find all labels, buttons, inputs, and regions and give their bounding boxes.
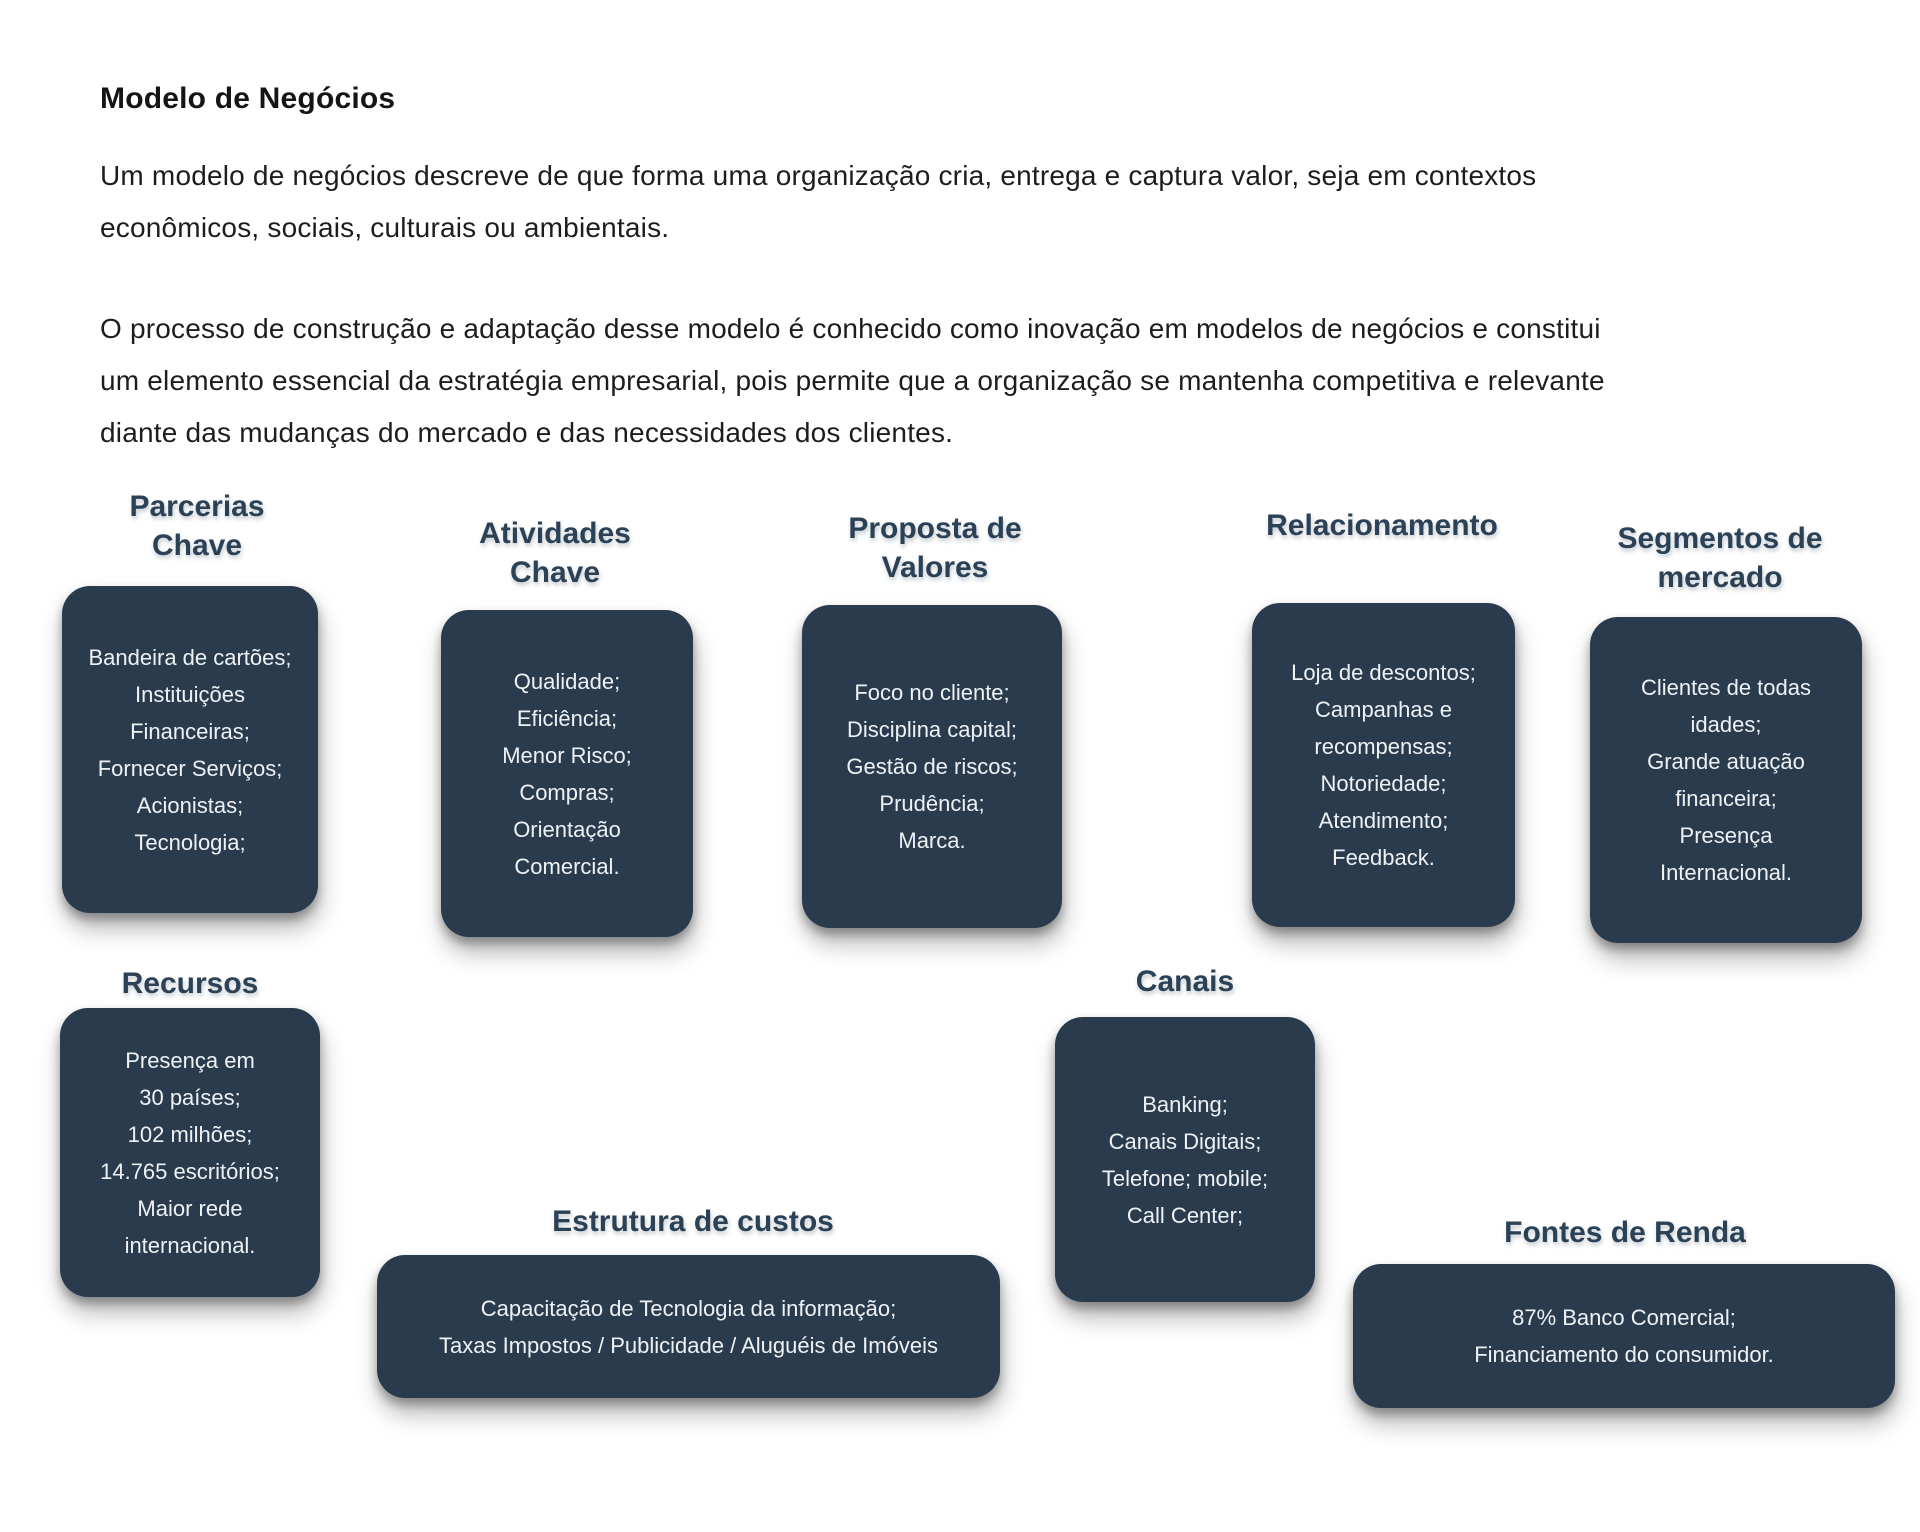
box-item: Maior rede internacional.: [124, 1195, 256, 1258]
box-item: Taxas Impostos / Publicidade / Aluguéis …: [439, 1332, 938, 1358]
box-item: Call Center;: [1126, 1202, 1244, 1228]
box-item: Instituições Financeiras;: [130, 681, 250, 744]
box-item: Financiamento do consumidor.: [1474, 1342, 1774, 1367]
box-item: 87% Banco Comercial;: [1512, 1305, 1736, 1330]
heading-recursos: Recursos: [121, 967, 259, 1000]
box-item: Notoriedade;: [1320, 771, 1447, 796]
box-proposta-de-valores: Foco no cliente; Disciplina capital; Gestã…: [802, 605, 1062, 928]
heading-fontes-de-renda: Fontes de Renda: [1504, 1216, 1746, 1249]
box-segmentos-de-mercado: Clientes de todas idades; Grande atuação …: [1590, 617, 1862, 943]
box-item: Eficiência;: [516, 705, 618, 731]
box-parcerias-chave: Bandeira de cartões; Instituições Finance…: [62, 586, 318, 913]
box-item: Acionistas;: [136, 792, 244, 818]
box-item: Bandeira de cartões;: [88, 644, 292, 670]
box-item: Presença em 30 países;: [125, 1047, 255, 1110]
box-recursos: Presença em 30 países; 102 milhões; 14.765…: [60, 1008, 320, 1297]
box-item: Marca.: [898, 828, 966, 853]
box-item: Foco no cliente;: [854, 680, 1010, 705]
box-item: Clientes de todas idades;: [1641, 675, 1811, 737]
box-item: Compras;: [519, 779, 615, 805]
box-item: Banking;: [1142, 1091, 1228, 1117]
box-item: 14.765 escritórios;: [100, 1158, 280, 1184]
document-title: Modelo de Negócios: [100, 82, 396, 115]
box-estrutura-de-custos: Capacitação de Tecnologia da informação;…: [377, 1255, 1000, 1398]
box-atividades-chave: Qualidade; Eficiência; Menor Risco; Compras…: [441, 610, 693, 937]
intro-paragraph: Um modelo de negócios descreve de que fo…: [100, 160, 1537, 243]
box-item: Presença Internacional.: [1659, 823, 1793, 885]
box-fontes-de-renda: 87% Banco Comercial; Financiamento do con…: [1353, 1264, 1895, 1408]
box-item: Qualidade;: [513, 668, 621, 694]
heading-segmentos-de-mercado: Segmentos de mercado: [1617, 522, 1823, 594]
box-item: Grande atuação financeira;: [1647, 749, 1805, 811]
heading-proposta-de-valores: Proposta de Valores: [848, 512, 1022, 584]
box-item: Menor Risco;: [502, 742, 632, 768]
box-relacionamento: Loja de descontos; Campanhas e recompensa…: [1252, 603, 1515, 927]
box-item: Disciplina capital;: [847, 717, 1017, 742]
heading-canais: Canais: [1135, 965, 1235, 998]
box-item: 102 milhões;: [127, 1121, 253, 1147]
box-item: Loja de descontos;: [1291, 660, 1476, 685]
box-item: Gestão de riscos;: [846, 754, 1018, 779]
heading-estrutura-de-custos: Estrutura de custos: [552, 1205, 834, 1238]
box-item: Campanhas e recompensas;: [1314, 697, 1453, 759]
box-item: Tecnologia;: [134, 829, 246, 855]
heading-atividades-chave: Atividades Chave: [479, 517, 631, 589]
box-item: Prudência;: [879, 791, 985, 816]
box-item: Feedback.: [1332, 845, 1435, 870]
box-item: Orientação Comercial.: [513, 816, 621, 879]
heading-parcerias-chave: Parcerias Chave: [129, 490, 265, 562]
box-item: Telefone; mobile;: [1101, 1165, 1269, 1191]
box-canais: Banking; Canais Digitais; Telefone; mobile…: [1055, 1017, 1315, 1302]
process-paragraph: O processo de construção e adaptação des…: [100, 313, 1605, 448]
box-item: Atendimento;: [1318, 808, 1449, 833]
heading-relacionamento: Relacionamento: [1266, 509, 1498, 542]
box-item: Fornecer Serviços;: [97, 755, 283, 781]
box-item: Canais Digitais;: [1108, 1128, 1262, 1154]
box-item: Capacitação de Tecnologia da informação;: [480, 1295, 897, 1321]
